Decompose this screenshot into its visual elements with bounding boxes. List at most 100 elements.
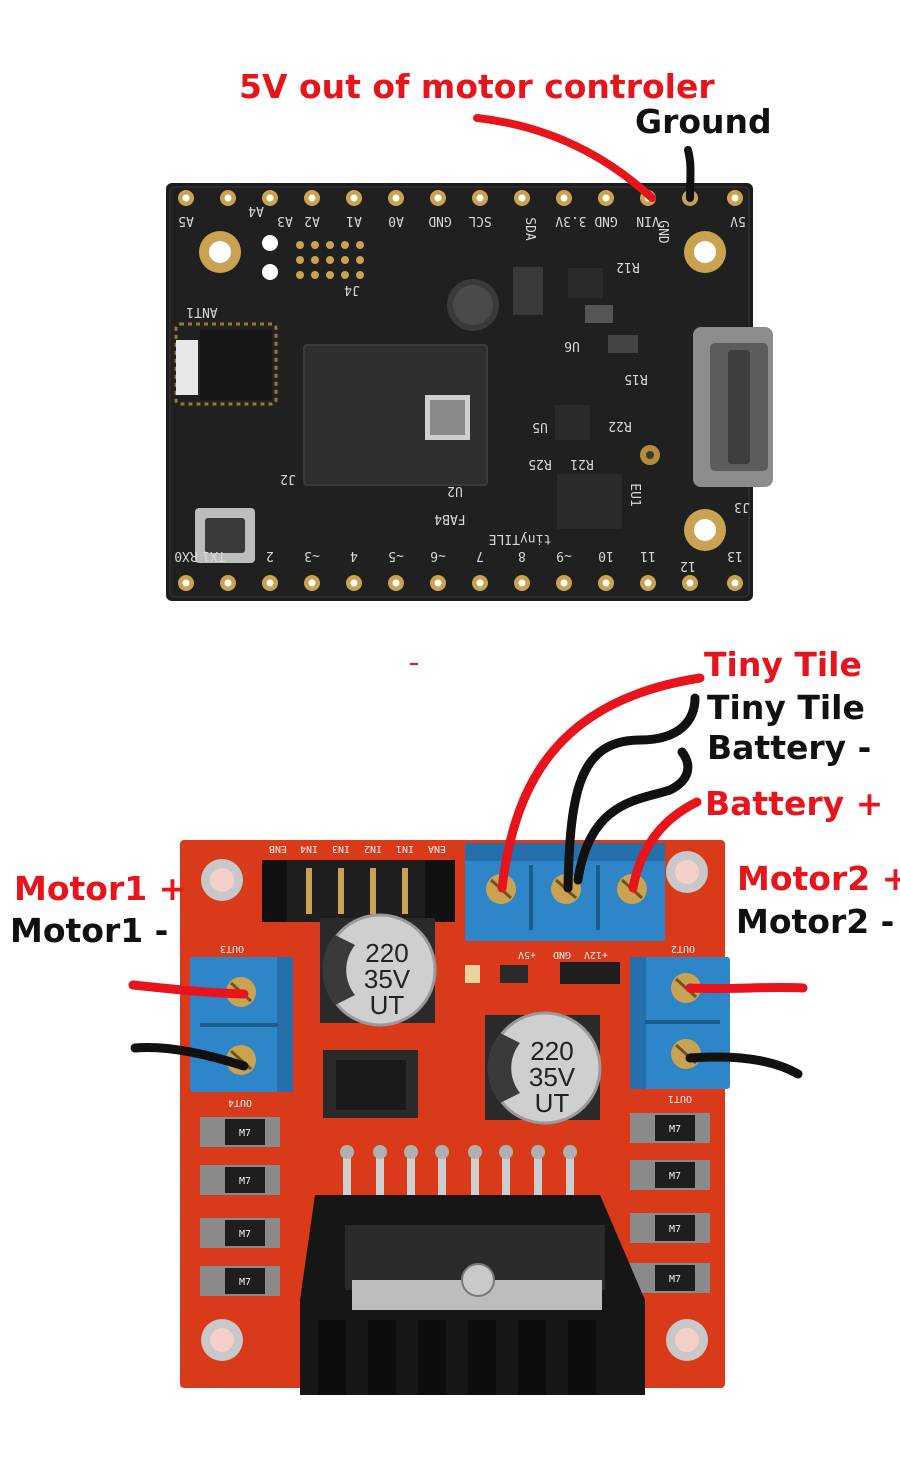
header-label: IN4 bbox=[300, 843, 318, 854]
pin-label: A2 bbox=[304, 213, 320, 228]
label-battery-positive: Battery + bbox=[705, 784, 884, 823]
silk-label: J4 bbox=[344, 282, 360, 297]
black-wire-motor1 bbox=[130, 1042, 249, 1071]
silk-label: U2 bbox=[447, 483, 463, 498]
silk-label: J3 bbox=[734, 499, 750, 514]
silk-label: tinyTILE bbox=[489, 531, 552, 546]
silk-label: EU1 bbox=[627, 483, 642, 506]
capacitor-voltage: 35V bbox=[364, 964, 411, 994]
diode-label: M7 bbox=[239, 1277, 251, 1288]
pin-label: A0 bbox=[388, 213, 404, 228]
capacitor-value: 220 bbox=[530, 1036, 573, 1066]
pin-label: A5 bbox=[178, 213, 194, 228]
header-label: ENB bbox=[269, 843, 287, 854]
pin-label: A1 bbox=[346, 213, 362, 228]
pin-label: ~5 bbox=[388, 548, 404, 563]
diode-label: M7 bbox=[669, 1124, 681, 1135]
pin-label: SDA bbox=[522, 217, 537, 241]
pin-label: A3 bbox=[277, 213, 293, 228]
terminal-label: OUT1 bbox=[668, 1093, 692, 1104]
motor-driver-board: ENB IN4 IN3 IN2 IN1 ENA +12V GND +5V OUT… bbox=[180, 840, 730, 1395]
pin-label: 3.3V bbox=[555, 213, 586, 228]
header-label: IN2 bbox=[364, 843, 382, 854]
pin-label: 7 bbox=[476, 548, 484, 563]
red-wire-motor1 bbox=[128, 980, 249, 999]
tinytile-board: A5 A4 A3 A2 A1 A0 SCL GND SDA 3.3V GND V… bbox=[166, 183, 773, 601]
silk-label: R22 bbox=[608, 418, 631, 433]
terminal-label: +12V bbox=[584, 949, 608, 960]
label-5v-out: 5V out of motor controler bbox=[239, 67, 715, 106]
header-label: IN1 bbox=[396, 843, 414, 854]
silk-label: ANT1 bbox=[186, 304, 217, 319]
pin-label: 4 bbox=[350, 548, 358, 563]
tinytile-top-pin-labels: A5 A4 A3 A2 A1 A0 SCL GND SDA 3.3V GND V… bbox=[178, 203, 746, 244]
pin-label: ~9 bbox=[556, 548, 572, 563]
header-labels: ENB IN4 IN3 IN2 IN1 ENA bbox=[269, 843, 446, 854]
pin-label: 10 bbox=[598, 548, 614, 563]
diode-label: M7 bbox=[669, 1171, 681, 1182]
terminal-label: GND bbox=[553, 949, 571, 960]
diodes-left: M7 M7 M7 M7 bbox=[200, 1117, 280, 1296]
pin-label: 2 bbox=[266, 548, 274, 563]
label-motor2-negative: Motor2 - bbox=[736, 902, 895, 941]
terminal-label: OUT3 bbox=[220, 943, 244, 954]
label-motor2-positive: Motor2 + bbox=[737, 859, 900, 898]
red-wire-5v bbox=[473, 114, 656, 202]
diode-label: M7 bbox=[239, 1176, 251, 1187]
label-motor1-positive: Motor1 + bbox=[14, 869, 187, 908]
pin-label: 11 bbox=[640, 548, 656, 563]
header-label: ENA bbox=[428, 843, 446, 854]
pin-label: 8 bbox=[518, 548, 526, 563]
tinytile-bottom-pads bbox=[178, 575, 743, 591]
terminal-label: OUT2 bbox=[671, 943, 695, 954]
silk-label: U6 bbox=[564, 338, 580, 353]
pin-label: 12 bbox=[680, 558, 696, 573]
pin-label: VIN bbox=[636, 213, 659, 228]
silk-label: U5 bbox=[532, 419, 548, 434]
black-wire-motor2 bbox=[685, 1052, 803, 1079]
label-motor1-negative: Motor1 - bbox=[10, 911, 169, 950]
pin-label: ~6 bbox=[430, 548, 446, 563]
diodes-right: M7 M7 M7 M7 bbox=[630, 1113, 710, 1293]
pin-label: RX0 bbox=[174, 548, 197, 563]
diode-label: M7 bbox=[239, 1229, 251, 1240]
silk-label: R21 bbox=[570, 456, 593, 471]
tinytile-mount-holes bbox=[199, 231, 726, 551]
pin-label: GND bbox=[428, 213, 452, 228]
diode-label: M7 bbox=[669, 1274, 681, 1285]
diode-label: M7 bbox=[669, 1224, 681, 1235]
pin-label: ~3 bbox=[304, 548, 320, 563]
pin-label: SCL bbox=[468, 213, 492, 228]
pin-label: 5V bbox=[730, 213, 746, 228]
pin-label: A4 bbox=[248, 203, 264, 218]
red-wire-motor2 bbox=[685, 982, 808, 994]
silk-label: R25 bbox=[528, 456, 551, 471]
red-wire-battery bbox=[628, 797, 702, 893]
capacitor-brand: UT bbox=[370, 990, 405, 1020]
silk-label: J2 bbox=[280, 471, 296, 486]
pin-label: 13 bbox=[727, 548, 743, 563]
tinytile-silkscreen: ANT1 J4 J2 J3 U2 U5 U6 EU1 FAB4 tinyTILE… bbox=[186, 259, 749, 546]
black-wire-ground bbox=[684, 146, 695, 202]
header-label: IN3 bbox=[332, 843, 350, 854]
silk-label: R15 bbox=[624, 371, 647, 386]
pin-label: TX1 bbox=[202, 548, 225, 563]
diode-label: M7 bbox=[239, 1128, 251, 1139]
terminal-label: +5V bbox=[518, 949, 536, 960]
black-wire-battery bbox=[573, 747, 693, 885]
tinytile-bottom-pin-labels: RX0 TX1 2 ~3 4 ~5 ~6 7 8 ~9 10 11 12 13 bbox=[174, 548, 743, 573]
label-battery-negative: Battery - bbox=[707, 728, 872, 767]
silk-label: R12 bbox=[616, 259, 639, 274]
capacitor-brand: UT bbox=[535, 1088, 570, 1118]
label-ground: Ground bbox=[635, 102, 772, 141]
heatsink bbox=[300, 1195, 645, 1395]
capacitor-value: 220 bbox=[365, 938, 408, 968]
power-terminal-labels: +12V GND +5V bbox=[518, 949, 608, 960]
pin-label: GND bbox=[594, 213, 618, 228]
red-wire-tiny-tile bbox=[497, 673, 705, 893]
pin-label: GND bbox=[655, 220, 670, 244]
label-tiny-tile-positive: Tiny Tile bbox=[704, 645, 862, 684]
capacitor-voltage: 35V bbox=[529, 1062, 576, 1092]
silk-label: FAB4 bbox=[434, 511, 465, 526]
